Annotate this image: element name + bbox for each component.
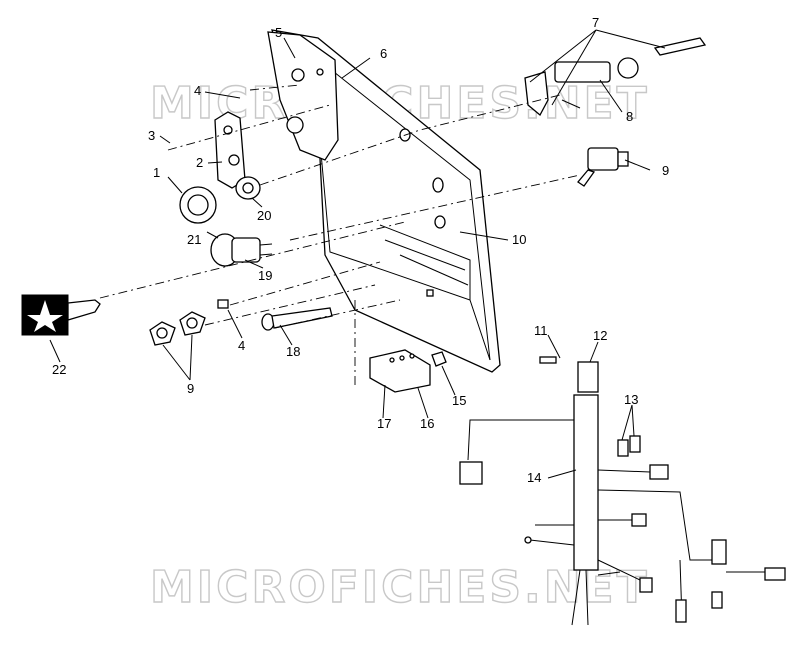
callout-21: 21	[187, 232, 201, 247]
callout-9: 9	[662, 163, 669, 178]
callout-4: 4	[194, 83, 201, 98]
alignment-lines	[99, 84, 581, 385]
indicator-lamps	[149, 311, 206, 346]
callout-labels: 1 2 3 4 5 6 7 8 9 10 11 12 13 14 15 16 1…	[52, 15, 669, 485]
ignition-switch	[210, 233, 273, 267]
callout-12: 12	[593, 328, 607, 343]
switch-plate	[214, 111, 246, 189]
callout-13: 13	[624, 392, 638, 407]
callout-22: 22	[52, 362, 66, 377]
callout-1: 1	[153, 165, 160, 180]
callout-2: 2	[196, 155, 203, 170]
callout-20: 20	[257, 208, 271, 223]
callout-7: 7	[592, 15, 599, 30]
callout-16: 16	[420, 416, 434, 431]
callout-17: 17	[377, 416, 391, 431]
washer-part	[235, 176, 261, 200]
callout-9b: 9	[187, 381, 194, 396]
toggle-switch	[577, 147, 629, 187]
watermark-bottom: MICROFICHES.NET	[150, 562, 650, 613]
mounting-bracket	[267, 31, 339, 161]
bolt-part	[261, 307, 333, 331]
switch-bracket	[369, 349, 447, 393]
callout-6: 6	[380, 46, 387, 61]
callout-15: 15	[452, 393, 466, 408]
callout-10: 10	[512, 232, 526, 247]
nut-part	[179, 186, 217, 224]
callout-3: 3	[148, 128, 155, 143]
callout-11: 11	[534, 323, 548, 338]
callout-18: 18	[286, 344, 300, 359]
choke-assembly	[524, 37, 707, 117]
callout-14: 14	[527, 470, 541, 485]
ignition-key	[21, 294, 101, 336]
leader-lines	[49, 29, 666, 479]
screw-part	[217, 299, 229, 309]
wiring-harness	[459, 356, 786, 626]
callout-4b: 4	[238, 338, 245, 353]
callout-19: 19	[258, 268, 272, 283]
callout-5: 5	[275, 25, 282, 40]
callout-8: 8	[626, 109, 633, 124]
